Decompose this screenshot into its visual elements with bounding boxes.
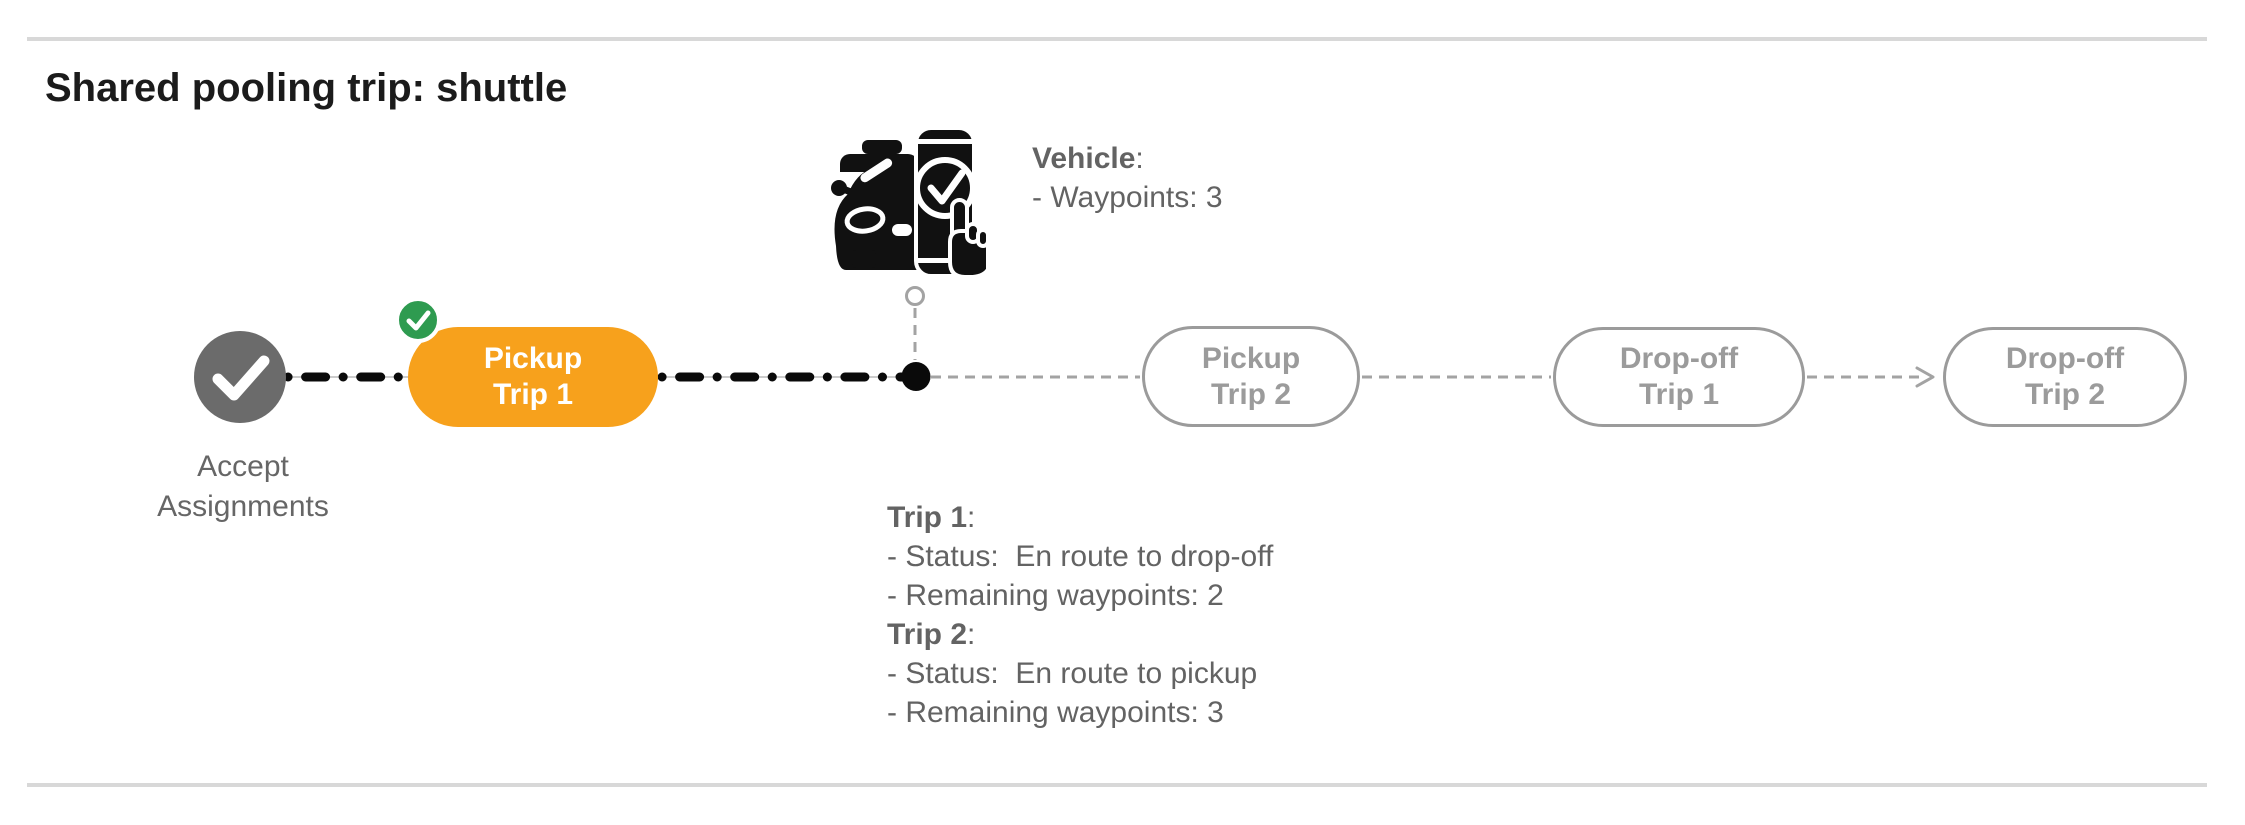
car-roof: [840, 154, 918, 172]
trip1-heading-suffix: :: [967, 501, 976, 534]
pointing-hand-icon: [948, 198, 986, 279]
vehicle-waypoints: - Waypoints: 3: [1032, 181, 1223, 214]
accept-label-line1: Accept: [197, 450, 289, 483]
car-body: [834, 168, 918, 270]
trip2-status: - Status: En route to pickup: [887, 657, 1258, 690]
phone-check-circle: [914, 157, 976, 219]
vehicle-heading-suffix: :: [1135, 142, 1144, 175]
accept-label-line2: Assignments: [157, 490, 329, 523]
trip1-heading: Trip 1:: [887, 498, 1273, 537]
trip-status-panel: Trip 1: - Status: En route to drop-off -…: [887, 498, 1273, 732]
check-badge-icon: [395, 297, 441, 343]
stage-pickup-trip-2: Pickup Trip 2: [1142, 326, 1360, 427]
car-headlight: [844, 206, 886, 234]
car-wheel: [852, 250, 876, 268]
trip2-heading-suffix: :: [967, 618, 976, 651]
stage-dropoff-trip-2: Drop-off Trip 2: [1943, 327, 2187, 427]
car-sensor: [862, 140, 902, 154]
stage-label-line2: Trip 1: [1638, 378, 1720, 411]
trip1-heading-label: Trip 1: [887, 501, 968, 534]
car-grille: [892, 224, 912, 236]
check-icon: [212, 355, 270, 401]
vehicle-info-panel: Vehicle: - Waypoints: 3: [1032, 139, 1223, 217]
stage-label-line1: Drop-off: [1619, 342, 1739, 375]
trip1-remaining-waypoints: - Remaining waypoints: 2: [887, 579, 1224, 612]
car-windshield: [860, 158, 893, 183]
phone-top-gap: [918, 139, 972, 144]
stage-label-line1: Pickup: [483, 342, 583, 375]
vehicle-anchor-circle: [905, 286, 925, 306]
bottom-divider: [27, 783, 2207, 787]
stage-label-line1: Drop-off: [2005, 342, 2125, 375]
arrow-head-icon: [1915, 366, 1935, 388]
phone-bottom-gap: [918, 258, 972, 263]
trip2-heading-label: Trip 2: [887, 618, 968, 651]
accept-assignments-node: [194, 331, 286, 423]
phone-check-icon: [927, 169, 966, 205]
vehicle-heading: Vehicle:: [1032, 139, 1223, 178]
stage-dropoff-trip-1: Drop-off Trip 1: [1553, 327, 1805, 427]
stage-label-line1: Pickup: [1201, 341, 1301, 375]
trip2-remaining-waypoints: - Remaining waypoints: 3: [887, 696, 1224, 729]
trip1-status: - Status: En route to drop-off: [887, 540, 1274, 573]
current-position-dot: [901, 362, 931, 391]
accept-assignments-label: Accept Assignments: [93, 447, 393, 527]
car-phone-check-icon: [831, 126, 986, 279]
stage-label-line2: Trip 1: [492, 378, 574, 411]
trip2-heading: Trip 2:: [887, 615, 1273, 654]
stage-label-line2: Trip 2: [2024, 378, 2106, 411]
top-divider: [27, 37, 2207, 41]
stage-pickup-trip-1: Pickup Trip 1: [408, 327, 658, 427]
stage-label-line2: Trip 2: [1210, 377, 1292, 411]
page-title: Shared pooling trip: shuttle: [45, 66, 568, 110]
vehicle-heading-label: Vehicle: [1032, 142, 1136, 175]
